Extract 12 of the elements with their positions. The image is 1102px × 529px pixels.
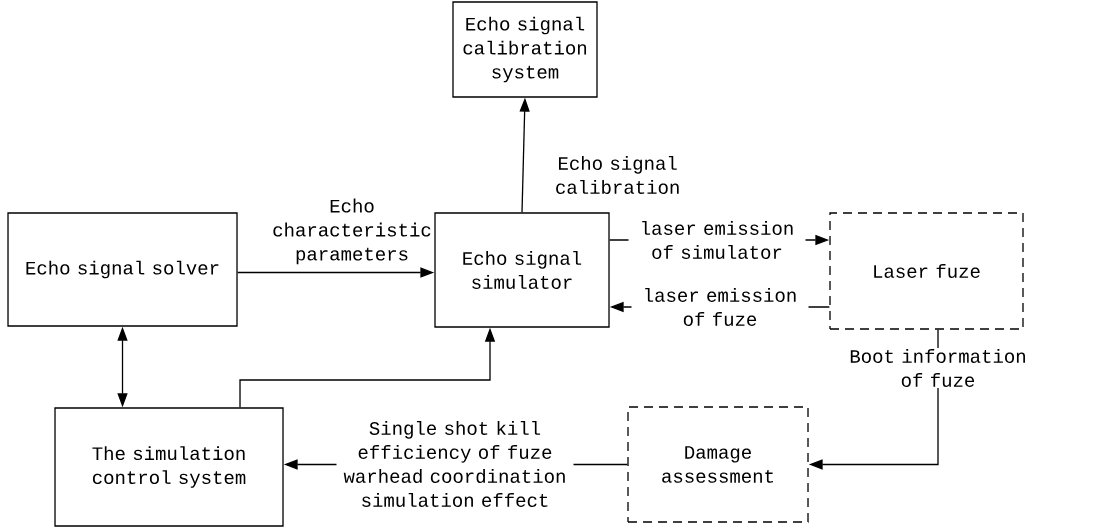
edge-label: Echo characteristic parameters [273, 198, 431, 265]
edge-label: Single shot kill efficiency of fuze warhead coordination simulation effect [336, 420, 574, 508]
process-box: Echo signal simulator [434, 212, 610, 328]
dashed-box: Laser fuze [829, 212, 1024, 330]
process-box: Echo signal solver [7, 212, 238, 327]
process-box: Echo signal calibration system [452, 1, 598, 98]
edge-label: Boot information of fuze [837, 348, 1039, 388]
dashed-box: Damage assessment [627, 406, 809, 523]
process-box: The simulation control system [54, 407, 284, 527]
edge-label: laser emission of fuze [631, 287, 809, 327]
edge-label: Echo signal calibration [556, 156, 679, 194]
edge-label: laser emission of simulator [628, 220, 806, 260]
